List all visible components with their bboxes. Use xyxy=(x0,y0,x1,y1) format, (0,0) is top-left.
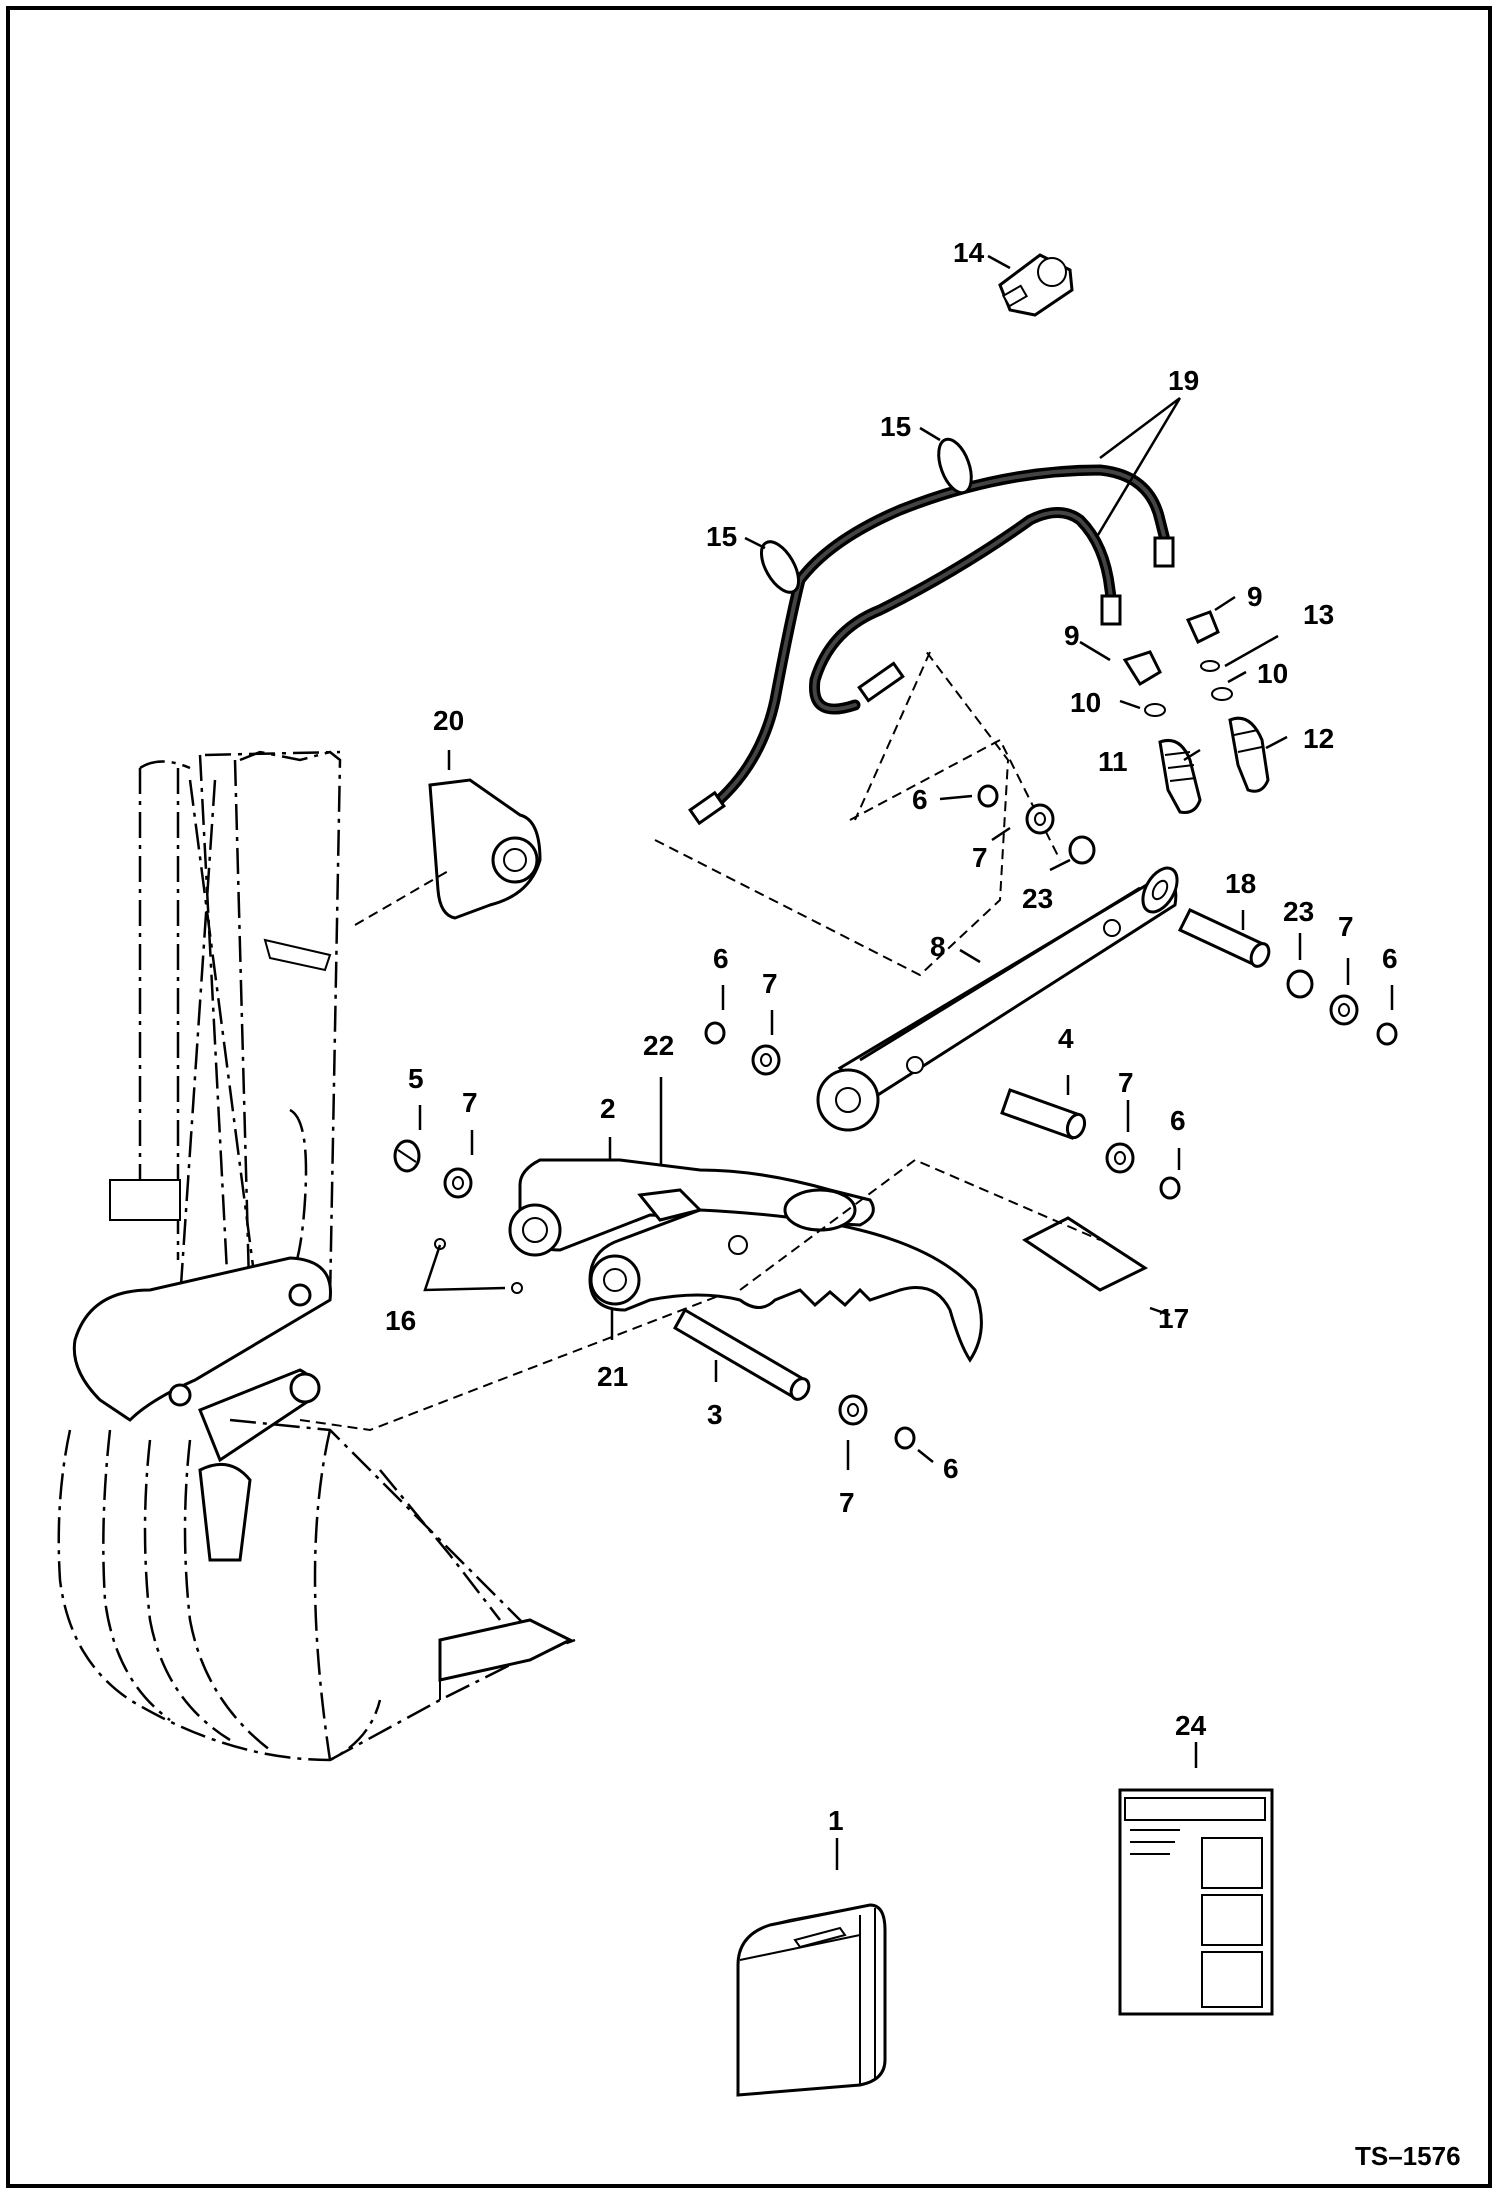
part-17-decal xyxy=(739,1158,1149,1292)
callout-3: 3 xyxy=(707,1399,723,1430)
callout-2: 2 xyxy=(600,1093,616,1124)
part-8-bar xyxy=(816,866,1179,1132)
leader-lines xyxy=(418,254,1394,1870)
part-4-pin xyxy=(1000,1088,1087,1140)
callout-13: 13 xyxy=(1303,599,1334,630)
callout-7-bottom: 7 xyxy=(839,1487,855,1518)
callout-7-left: 7 xyxy=(462,1087,478,1118)
callout-15-upper: 15 xyxy=(880,411,911,442)
callout-22: 22 xyxy=(643,1030,674,1061)
callout-16: 16 xyxy=(385,1305,416,1336)
parts-9-13-fittings xyxy=(1122,610,1270,814)
callout-9-left: 9 xyxy=(1064,620,1080,651)
part-20-bracket xyxy=(354,778,542,926)
callout-5: 5 xyxy=(408,1063,424,1094)
callout-10-right: 10 xyxy=(1257,658,1288,689)
callout-6-right: 6 xyxy=(1382,943,1398,974)
callout-10-left: 10 xyxy=(1070,687,1101,718)
callouts: 14 19 15 15 9 13 9 10 10 20 12 11 6 7 23… xyxy=(385,237,1461,2171)
bucket-and-arm-outline xyxy=(57,750,761,1762)
callout-21: 21 xyxy=(597,1361,628,1392)
callout-8: 8 xyxy=(930,931,946,962)
callout-19: 19 xyxy=(1168,365,1199,396)
part-3-pin xyxy=(672,1307,811,1401)
callout-23-right: 23 xyxy=(1283,896,1314,927)
part-1-box xyxy=(736,1903,887,2097)
callout-11: 11 xyxy=(1098,746,1128,777)
callout-1: 1 xyxy=(828,1805,844,1836)
washers-and-rings xyxy=(393,784,1398,1450)
callout-7-right: 7 xyxy=(1338,911,1354,942)
callout-6-mid: 6 xyxy=(713,943,729,974)
callout-17: 17 xyxy=(1158,1303,1189,1334)
part-2-21-thumb xyxy=(508,1158,983,1363)
callout-15-lower: 15 xyxy=(706,521,737,552)
callout-24: 24 xyxy=(1175,1710,1207,1741)
callout-18: 18 xyxy=(1225,868,1256,899)
callout-6-pin4: 6 xyxy=(1170,1105,1186,1136)
callout-12: 12 xyxy=(1303,723,1334,754)
callout-6-top: 6 xyxy=(912,784,928,815)
part-15-ring-upper xyxy=(937,437,973,495)
part-14-fitting xyxy=(998,253,1074,317)
callout-4: 4 xyxy=(1058,1023,1074,1054)
callout-9-right: 9 xyxy=(1247,581,1263,612)
callout-23-left: 23 xyxy=(1022,883,1053,914)
callout-7-pin4: 7 xyxy=(1118,1067,1134,1098)
part-19-hoses xyxy=(654,464,1175,977)
drawing-border xyxy=(6,6,1492,2188)
callout-7-top: 7 xyxy=(972,842,988,873)
part-18-pin xyxy=(1177,908,1271,968)
callout-7-mid: 7 xyxy=(762,968,778,999)
callout-14: 14 xyxy=(953,237,985,268)
part-24-manual xyxy=(1118,1788,1274,2016)
part-15-ring-lower xyxy=(759,540,801,594)
callout-6-bottom: 6 xyxy=(943,1453,959,1484)
callout-20: 20 xyxy=(433,705,464,736)
drawing-reference-number: TS–1576 xyxy=(1355,2141,1461,2171)
